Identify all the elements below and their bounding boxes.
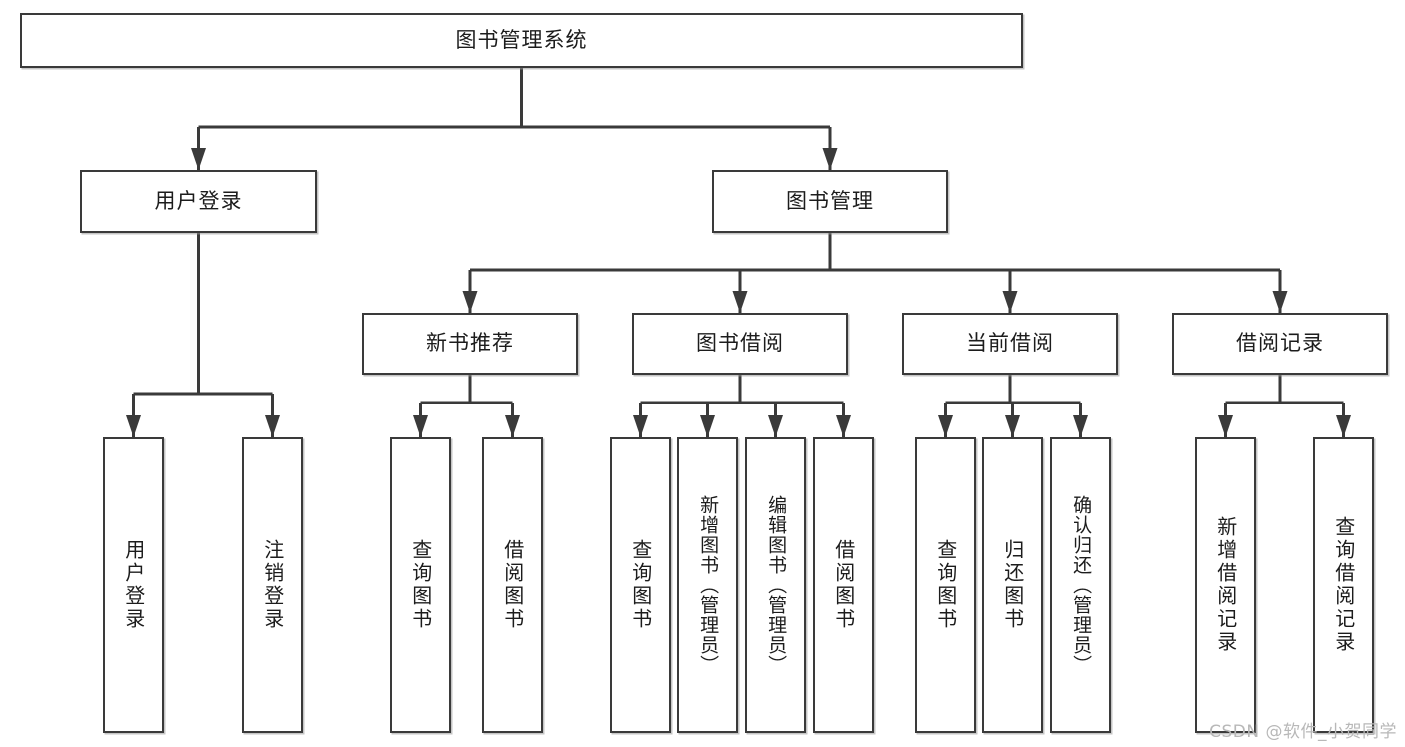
arrowhead-icon [700,415,715,437]
node-l9[interactable]: 查询图书 [915,437,976,733]
arrowhead-icon [1005,415,1020,437]
node-label: 编辑图书（管理员） [765,495,788,675]
arrowhead-icon [462,291,478,313]
node-l1[interactable]: 用户登录 [103,437,164,733]
arrowhead-icon [413,415,428,437]
node-label: 图书管理系统 [455,27,588,52]
arrowhead-icon [126,415,141,437]
node-label: 借阅记录 [1236,331,1324,356]
node-label: 用户登录 [154,188,243,213]
arrowhead-icon [768,415,783,437]
node-label: 新增借阅记录 [1213,516,1238,654]
arrowhead-icon [633,415,648,437]
node-label: 借阅图书 [831,539,856,631]
arrowhead-icon [822,148,838,170]
node-records[interactable]: 借阅记录 [1172,313,1388,375]
arrowhead-icon [1073,415,1088,437]
arrowhead-icon [1272,291,1288,313]
arrowhead-icon [1002,291,1018,313]
arrowhead-icon [836,415,851,437]
node-l6[interactable]: 新增图书（管理员） [677,437,738,733]
node-label: 确认归还（管理员） [1070,495,1093,675]
node-label: 查询图书 [628,539,653,631]
node-label: 当前借阅 [966,331,1054,356]
node-l3[interactable]: 查询图书 [390,437,451,733]
node-label: 新增图书（管理员） [697,495,720,675]
node-l10[interactable]: 归还图书 [982,437,1043,733]
node-l11[interactable]: 确认归还（管理员） [1050,437,1111,733]
node-label: 查询借阅记录 [1331,516,1356,654]
node-l4[interactable]: 借阅图书 [482,437,543,733]
node-label: 借阅图书 [500,539,525,631]
node-l7[interactable]: 编辑图书（管理员） [745,437,806,733]
node-label: 新书推荐 [426,331,514,356]
node-l5[interactable]: 查询图书 [610,437,671,733]
node-login[interactable]: 用户登录 [80,170,317,233]
arrowhead-icon [505,415,520,437]
node-current[interactable]: 当前借阅 [902,313,1118,375]
node-label: 图书借阅 [696,331,784,356]
node-label: 注销登录 [260,539,285,631]
node-l12[interactable]: 新增借阅记录 [1195,437,1256,733]
arrowhead-icon [191,148,206,170]
arrowhead-icon [938,415,953,437]
arrowhead-icon [1336,415,1351,437]
node-newbook[interactable]: 新书推荐 [362,313,578,375]
node-label: 查询图书 [408,539,433,631]
arrowhead-icon [265,415,280,437]
node-l2[interactable]: 注销登录 [242,437,303,733]
arrowhead-icon [1218,415,1233,437]
node-root[interactable]: 图书管理系统 [20,13,1023,68]
node-l8[interactable]: 借阅图书 [813,437,874,733]
node-label: 用户登录 [121,539,146,631]
node-borrow[interactable]: 图书借阅 [632,313,848,375]
arrowhead-icon [732,291,748,313]
node-label: 归还图书 [1000,539,1025,631]
node-label: 查询图书 [933,539,958,631]
node-label: 图书管理 [786,188,874,213]
node-bookmgmt[interactable]: 图书管理 [712,170,948,233]
node-l13[interactable]: 查询借阅记录 [1313,437,1374,733]
